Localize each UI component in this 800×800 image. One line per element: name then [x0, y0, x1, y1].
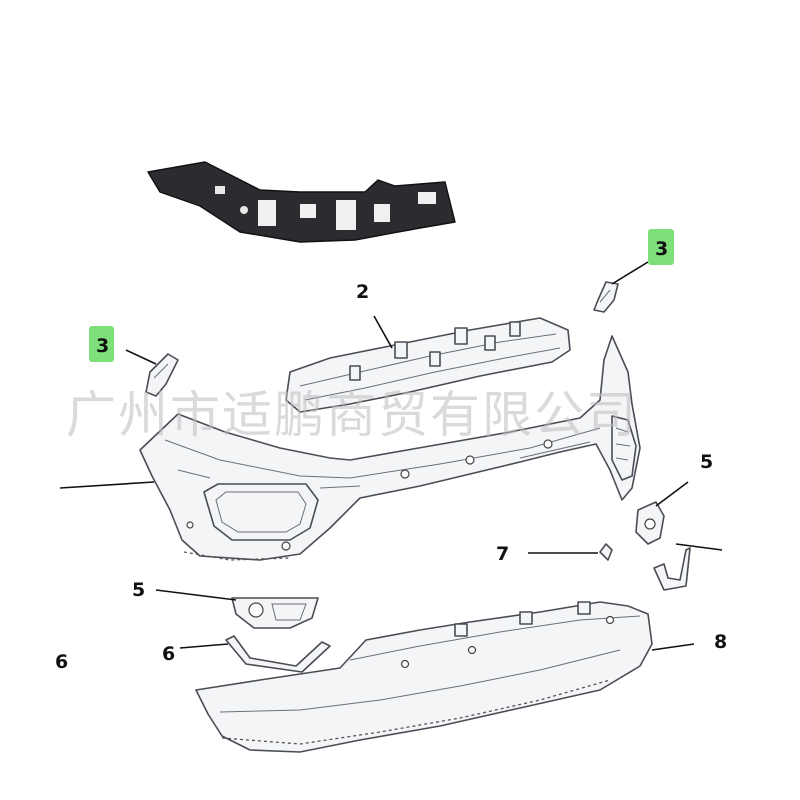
lower-skid-plate-part	[195, 601, 653, 753]
front-bumper-fascia-part	[139, 335, 641, 561]
callout-8: 8	[714, 631, 727, 653]
clip-part	[528, 543, 613, 561]
callout-3-left: 3	[96, 335, 109, 357]
trim-strip-right-part	[653, 547, 691, 591]
callout-6-left: 6	[55, 651, 68, 673]
callout-5-right: 5	[700, 451, 713, 473]
fog-bezel-left-part	[231, 597, 319, 629]
callout-3-left-highlight	[89, 326, 114, 362]
side-bracket-part	[147, 161, 456, 243]
trim-strip-left-part	[225, 635, 331, 673]
callout-6-mid: 6	[162, 643, 175, 665]
upper-reinforcement-part	[285, 317, 571, 413]
watermark-text: 广州市适鹏商贸有限公司	[66, 386, 638, 444]
callout-7: 7	[496, 543, 509, 565]
callout-3-right-highlight	[648, 229, 674, 265]
small-bracket-right-part	[593, 281, 619, 313]
leader-lines	[59, 261, 723, 651]
fog-bezel-right-part	[635, 501, 665, 545]
small-bracket-left-part	[145, 353, 179, 397]
callout-3-right: 3	[655, 238, 668, 260]
callout-5-left: 5	[132, 579, 145, 601]
callout-2: 2	[356, 281, 369, 303]
